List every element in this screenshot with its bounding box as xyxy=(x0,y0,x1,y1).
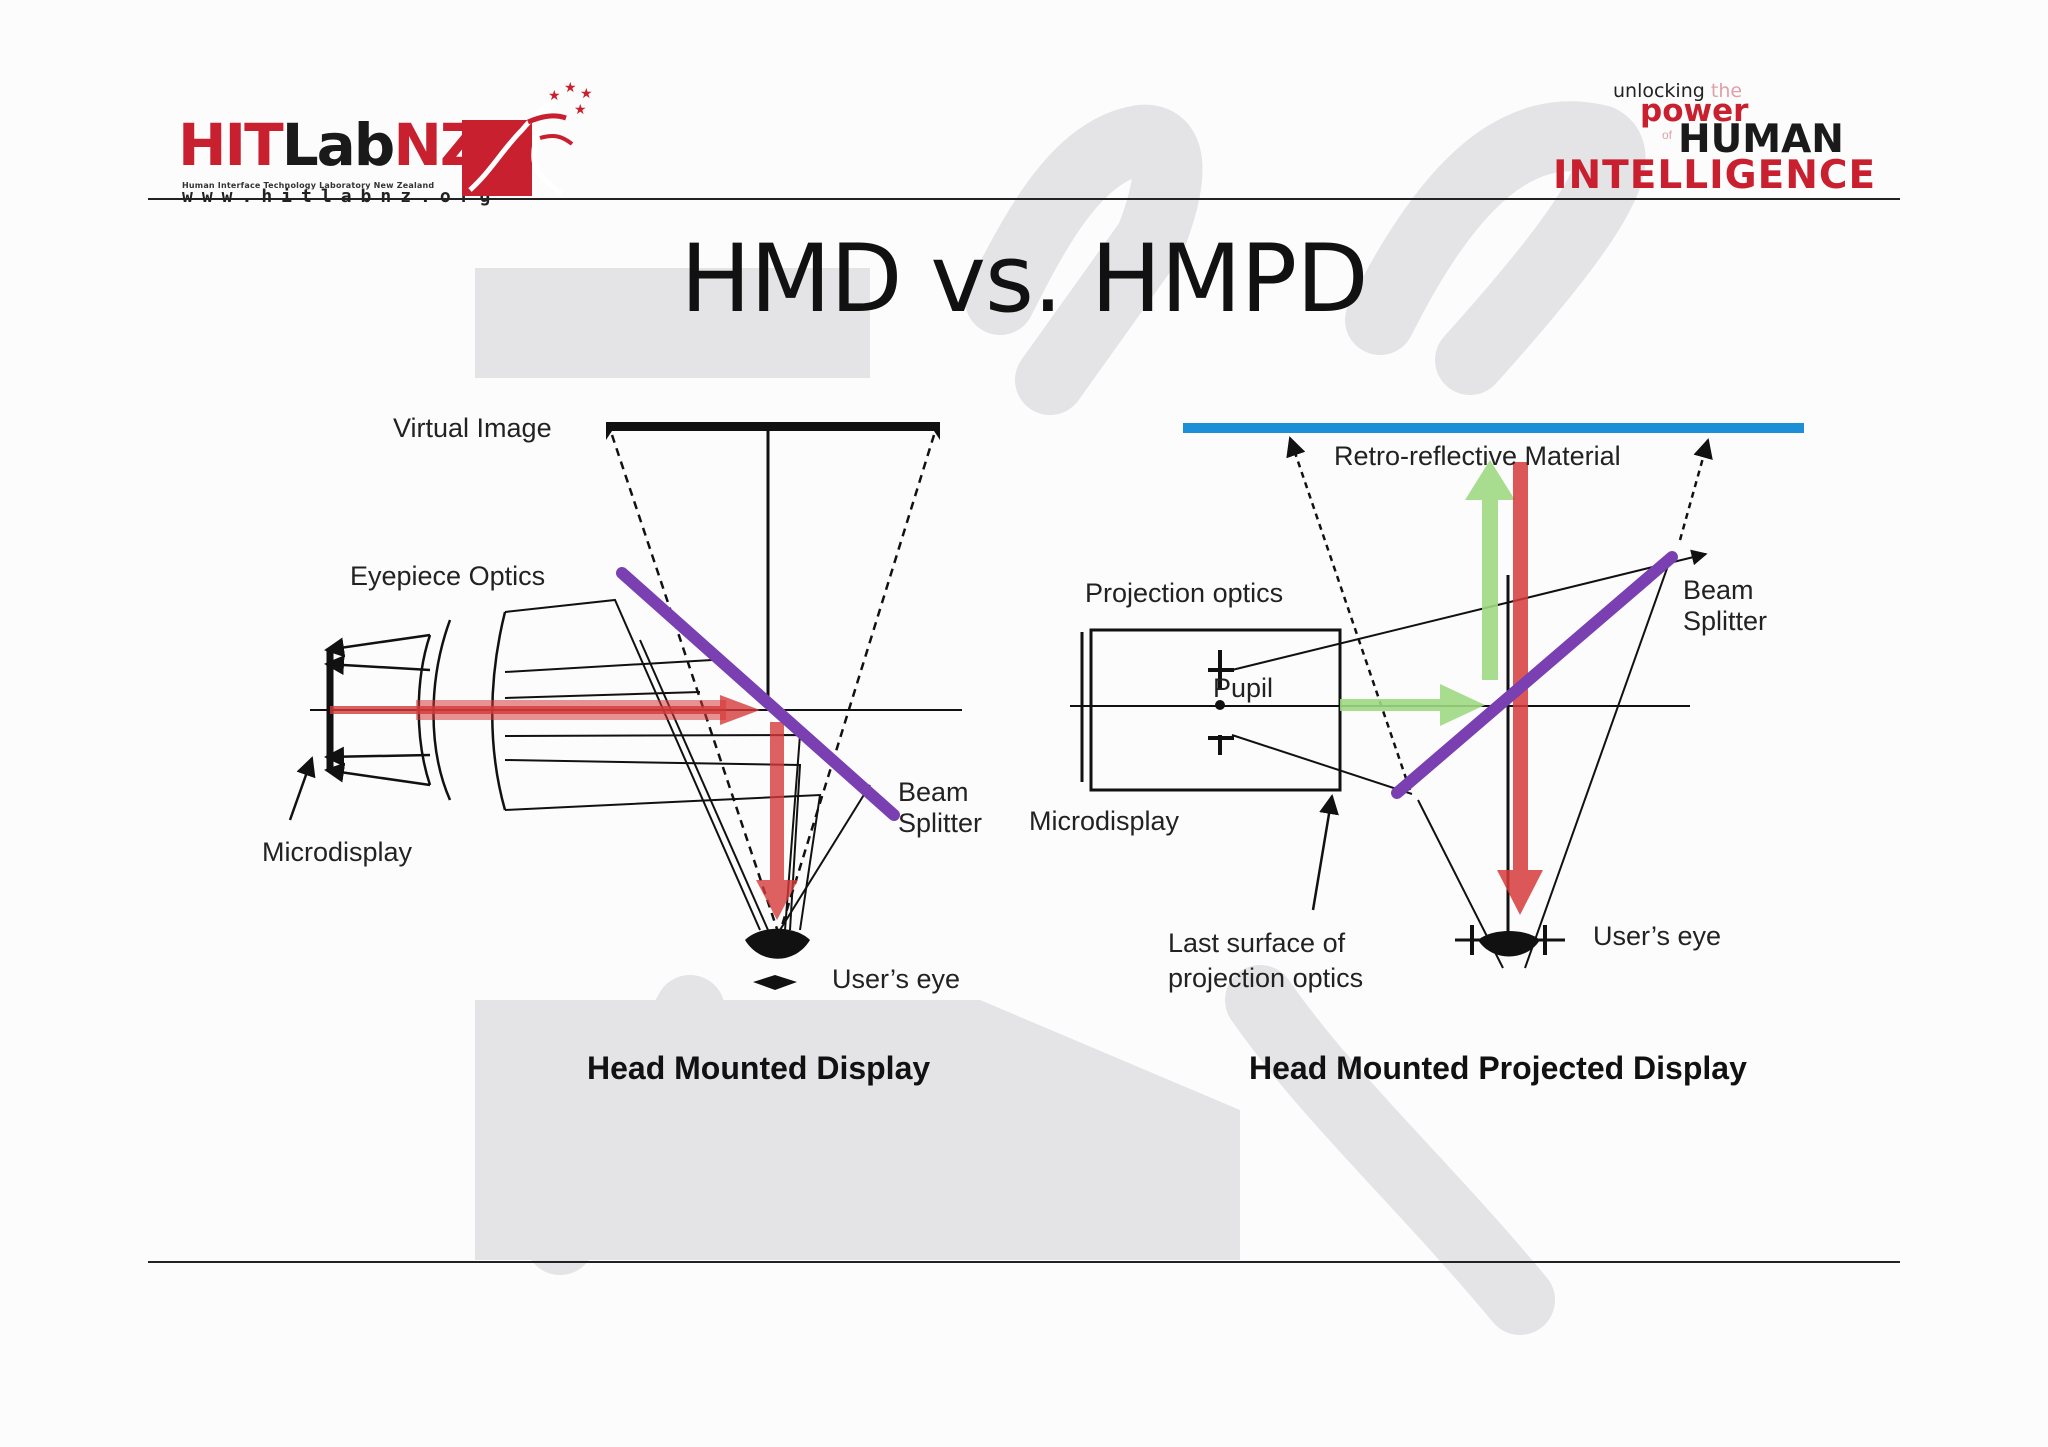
hmpd-label-beam: Beam xyxy=(1683,575,1754,605)
hmpd-label-retro-reflective: Retro-reflective Material xyxy=(1334,441,1621,471)
hmpd-label-splitter: Splitter xyxy=(1683,606,1767,636)
hmd-label-splitter: Splitter xyxy=(898,808,982,838)
hmpd-green-ray-vertical xyxy=(1465,460,1515,680)
logo-lab: Lab xyxy=(281,111,396,179)
bg-stroke-3 xyxy=(1225,965,1555,1335)
logo-url: www.hitlabnz.org xyxy=(182,186,500,207)
hmpd-label-users-eye: User’s eye xyxy=(1593,921,1721,951)
logo-human: HUMAN xyxy=(1678,117,1844,162)
header-divider xyxy=(148,198,1900,200)
hmpd-dashed-ray-left xyxy=(1286,436,1412,791)
svg-text:★: ★ xyxy=(548,87,561,103)
svg-text:★: ★ xyxy=(564,80,577,95)
logo-unlocking: unlocking the xyxy=(1613,80,1743,102)
svg-text:★: ★ xyxy=(574,101,587,117)
hmpd-retro-reflective-bar xyxy=(1183,423,1804,433)
hmpd-eye-icon xyxy=(1478,931,1540,957)
logo-hit: HIT xyxy=(178,111,284,179)
hmd-dashed-ray-left xyxy=(610,434,780,933)
hmd-red-ray-vertical xyxy=(756,722,798,920)
logo-of: of xyxy=(1662,128,1673,142)
hmpd-caption: Head Mounted Projected Display xyxy=(1249,1050,1747,1086)
hmd-label-microdisplay: Microdisplay xyxy=(262,837,413,867)
hmd-label-users-eye: User’s eye xyxy=(832,964,960,994)
footer-divider xyxy=(148,1261,1900,1263)
hmpd-dashed-ray-right xyxy=(1678,438,1713,541)
logo-fern-stars-icon: ★ ★ ★ ★ xyxy=(462,80,593,197)
hmd-dashed-ray-right xyxy=(778,434,936,933)
hmd-label-eyepiece-optics: Eyepiece Optics xyxy=(350,561,545,591)
hmd-microdisplay-pointer xyxy=(288,756,316,821)
hmpd-beam-splitter xyxy=(1391,551,1678,799)
logo-subtitle: Human Interface Technology Laboratory Ne… xyxy=(182,181,435,190)
hmd-beam-splitter xyxy=(616,567,900,821)
hmpd-label-last-surface-2: projection optics xyxy=(1168,963,1363,993)
hmd-label-beam: Beam xyxy=(898,777,969,807)
svg-text:★: ★ xyxy=(580,85,593,101)
hmd-eye-icon xyxy=(745,928,810,959)
hmpd-projection-optics-box xyxy=(1089,628,1342,792)
bg-stroke-4 xyxy=(525,975,725,1275)
slide-title: HMD vs. HMPD xyxy=(680,225,1368,334)
hmpd-label-projection-optics: Projection optics xyxy=(1085,578,1283,608)
hmpd-last-surface-pointer xyxy=(1311,794,1339,911)
hmd-virtual-image-bar xyxy=(606,422,940,431)
hmd-caption: Head Mounted Display xyxy=(587,1050,931,1086)
hmpd-label-microdisplay: Microdisplay xyxy=(1029,806,1180,836)
hmpd-label-last-surface-1: Last surface of xyxy=(1168,928,1346,958)
logo-power: power xyxy=(1640,93,1749,129)
hmpd-green-ray-horizontal xyxy=(1340,684,1485,726)
bg-block-top xyxy=(475,268,870,378)
hmpd-label-pupil: Pupil xyxy=(1213,673,1273,703)
logo-intelligence: INTELLIGENCE xyxy=(1553,153,1877,198)
unlocking-power-logo: unlocking the power of HUMAN INTELLIGENC… xyxy=(1540,76,1890,206)
hmpd-pupil-dot xyxy=(1215,700,1225,710)
hitlabnz-logo: HITLabNZ Human Interface Technology Labo… xyxy=(178,80,598,206)
bg-stroke-2 xyxy=(1345,101,1646,395)
hmd-label-virtual-image: Virtual Image xyxy=(393,413,552,443)
hmd-diagram: Virtual Image Eyepiece Optics Microdispl… xyxy=(262,413,982,994)
hmpd-diagram: Retro-reflective Material Projection opt… xyxy=(1029,423,1804,993)
